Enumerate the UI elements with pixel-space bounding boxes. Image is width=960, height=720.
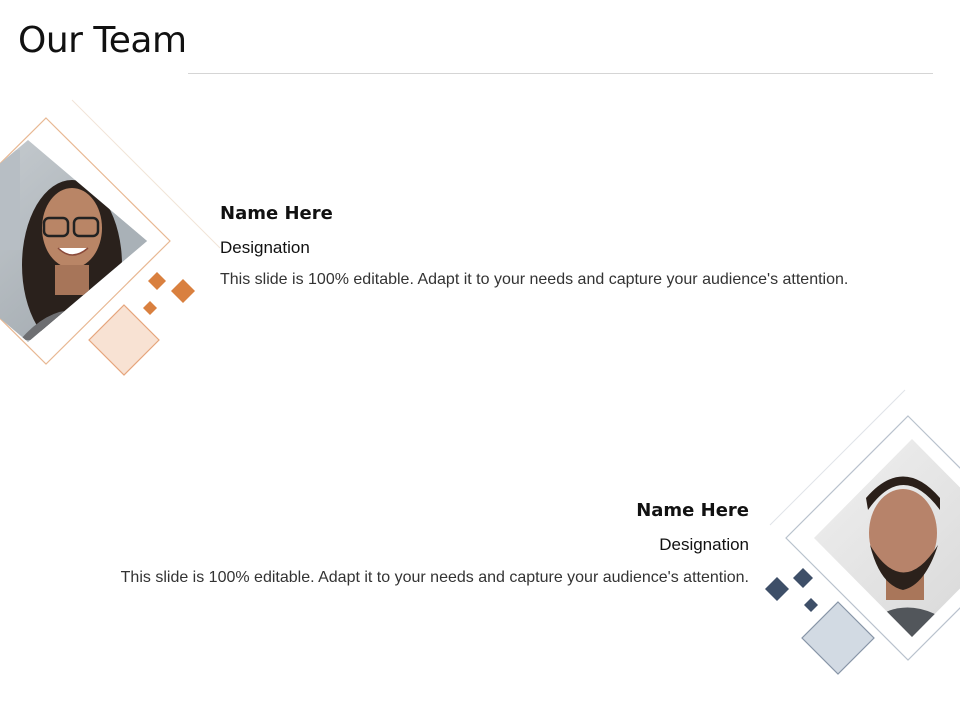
photo-frame-outline: [785, 415, 960, 661]
member-1-designation: Designation: [220, 238, 310, 257]
page-title: Our Team: [18, 20, 187, 61]
accent-diamond: [143, 301, 157, 315]
photo-frame-outline: [0, 117, 171, 365]
member-2-name: Name Here: [636, 500, 749, 521]
accent-diamond: [804, 598, 818, 612]
deco-line: [769, 389, 906, 526]
title-divider: [188, 73, 933, 74]
deco-line: [71, 99, 221, 249]
member-2-designation: Designation: [659, 535, 749, 554]
accent-diamond: [793, 568, 813, 588]
accent-diamond-large: [88, 304, 160, 376]
member-1-name: Name Here: [220, 203, 333, 224]
member-2-description: This slide is 100% editable. Adapt it to…: [120, 569, 749, 586]
accent-diamond-large: [801, 601, 875, 675]
member-1-description: This slide is 100% editable. Adapt it to…: [220, 271, 849, 288]
accent-diamond: [765, 577, 789, 601]
accent-diamond: [171, 279, 195, 303]
accent-diamond: [148, 272, 166, 290]
